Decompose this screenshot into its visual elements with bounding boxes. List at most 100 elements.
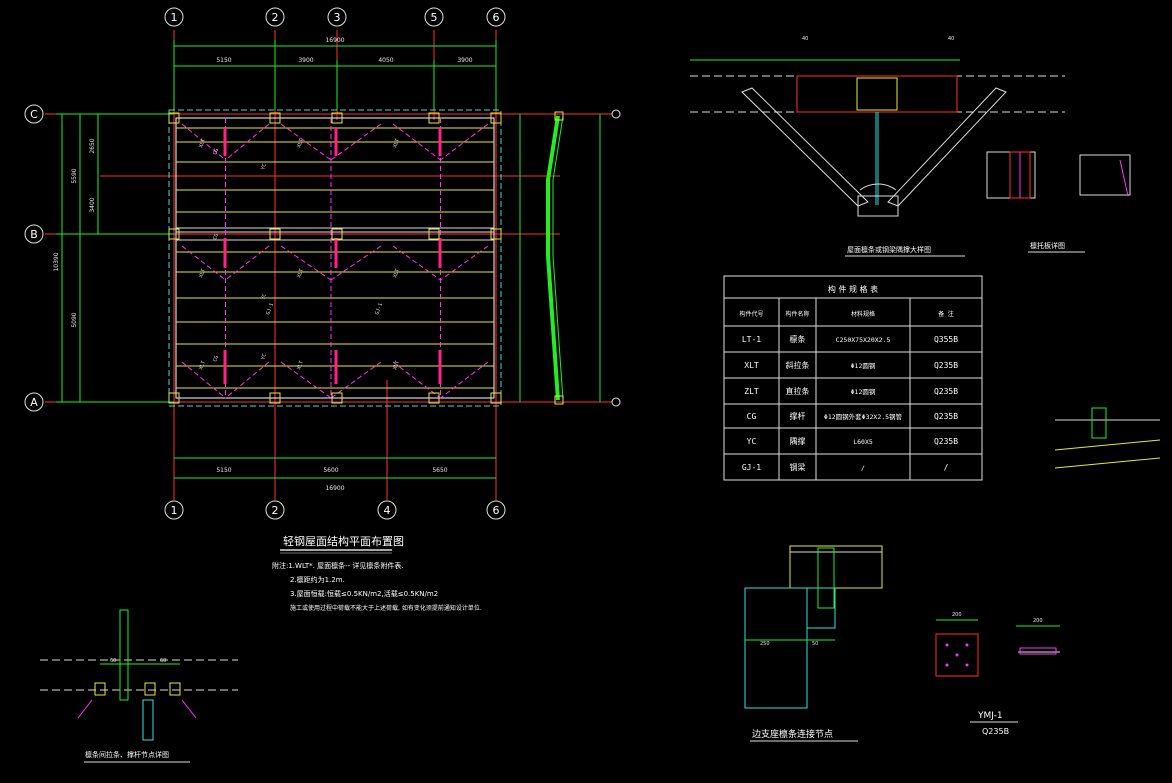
member-tag-xlt: XLT — [392, 138, 401, 149]
axis-label-left-b: B — [30, 228, 38, 241]
tie-rod — [280, 361, 332, 399]
column-marker — [490, 228, 502, 240]
dim-top-seg-2: 3900 — [298, 57, 313, 64]
table-cell: Q235B — [934, 387, 958, 396]
tie-rod — [392, 123, 441, 161]
column-marker — [428, 228, 440, 240]
tie-rod — [440, 245, 489, 281]
axis-label-bottom-6: 6 — [493, 504, 500, 517]
table-header-cell: 备 注 — [938, 310, 954, 318]
column-marker — [168, 392, 180, 404]
note-4: 施工或使用过程中荷载不能大于上述荷载, 如有变化须提前通知设计单位. — [290, 604, 482, 612]
member-tag-yc: YC — [260, 293, 268, 301]
axis-bubbles-bottom: 1 2 4 6 — [164, 500, 506, 520]
tie-rod — [225, 123, 270, 161]
table-cell: Q235B — [934, 437, 958, 446]
dim-bottom-seg-3: 5650 — [432, 467, 447, 474]
member-tag-cg: CG — [212, 233, 220, 241]
dim-bottom-seg-2: 5600 — [323, 467, 338, 474]
table-cell: Q355B — [934, 335, 958, 344]
member-tag-gj: GJ-1 — [265, 302, 275, 315]
column-marker — [490, 112, 502, 124]
dim-top-seg-1: 5150 — [216, 57, 231, 64]
tie-rod — [330, 123, 382, 161]
dim-left-lower: 5090 — [71, 312, 78, 327]
table-cell: Q235B — [934, 361, 958, 370]
column-marker — [168, 112, 180, 124]
column-marker — [168, 228, 180, 240]
connection-detail-small — [1054, 407, 1161, 469]
tie-rod — [330, 245, 382, 281]
dim-left-upper-a: 2650 — [89, 138, 96, 153]
column-marker — [428, 112, 440, 124]
tie-rod — [440, 361, 489, 399]
member-tag-xlt: XLT — [392, 360, 401, 371]
axis-label-bottom-2: 2 — [272, 504, 279, 517]
dim-top-seg-3: 4050 — [378, 57, 393, 64]
table-header-cell: 材料规格 — [851, 310, 875, 318]
table-cell: / — [861, 464, 865, 472]
member-tag-xlt: XLT — [198, 360, 207, 371]
tie-rod — [181, 361, 226, 399]
table-cell: 隅撑 — [790, 436, 806, 446]
member-tag-cg: CG — [212, 355, 220, 363]
axis-label-top-1: 1 — [171, 11, 178, 24]
column-marker — [269, 228, 281, 240]
dim-top-seg-4: 3900 — [457, 57, 472, 64]
table-header-cell: 构件代号 — [739, 310, 763, 318]
table-cell: 檩条 — [790, 334, 806, 344]
table-cell: GJ-1 — [742, 463, 761, 472]
purlin-detail-title: 檩条间拉条、撑杆节点详图 — [85, 750, 169, 759]
table-cell: 直拉条 — [786, 386, 810, 396]
brace-detail: 40 40 屋面檩条或钢梁隅撑大样图 檩托板详图 — [690, 36, 1131, 257]
member-tag-gj: GJ-1 — [374, 302, 384, 315]
member-tag-xlt: XLT — [392, 268, 401, 279]
table-cell: 斜拉条 — [786, 360, 810, 370]
table-cell: Φ12圆钢 — [851, 362, 876, 370]
table-cell: 钢梁 — [790, 462, 806, 472]
note-1: 附注:1.WLT*. 屋面檩条-- 详见檩条附件表. — [272, 561, 404, 570]
table-cell: CG — [747, 412, 757, 421]
table-header-cell: 构件名称 — [785, 310, 809, 318]
member-tag-xlt: XLT — [198, 138, 207, 149]
plan-title: 轻钢屋面结构平面布置图 — [283, 534, 404, 548]
table-cell: / — [944, 463, 949, 472]
axis-bubbles-left: C B A — [24, 104, 44, 412]
table-cell: L60X5 — [853, 438, 873, 446]
axis-label-bottom-4: 4 — [384, 504, 391, 517]
support-detail: 250 50 边支座檩条连接节点 200 200 YMJ-1 Q235B — [744, 545, 1060, 742]
table-cell: ZLT — [744, 387, 759, 396]
tie-rod — [181, 123, 226, 161]
side-section — [515, 109, 621, 407]
tie-rod — [181, 245, 226, 281]
column-marker — [428, 392, 440, 404]
table-cell: YC — [747, 437, 757, 446]
column-marker — [331, 392, 343, 404]
table-title: 构 件 规 格 表 — [828, 284, 878, 294]
table-cell: Φ12圆钢 — [851, 388, 876, 396]
purlin-tie-detail: 60 60 檩条间拉条、撑杆节点详图 — [40, 609, 238, 763]
dimension-lines — [56, 40, 497, 479]
tie-rod — [225, 361, 270, 399]
dim-left-upper: 5590 — [71, 168, 78, 183]
dim-top-total: 16900 — [325, 37, 344, 44]
roof-outline — [168, 109, 502, 407]
table-cell: 撑杆 — [790, 411, 806, 421]
brace-dim-40-left: 40 — [802, 36, 808, 42]
axis-label-left-c: C — [30, 108, 38, 121]
axis-label-top-3: 3 — [334, 11, 341, 24]
table-cell: C250X75X20X2.5 — [836, 336, 891, 344]
column-marker — [490, 392, 502, 404]
horizontal-axis-lines — [45, 113, 560, 403]
member-tag-xlt: XLT — [296, 360, 305, 371]
brace-detail-title: 屋面檩条或钢梁隅撑大样图 — [847, 245, 931, 254]
member-tag-xlt: XLT — [198, 268, 207, 279]
column-marker — [269, 112, 281, 124]
small-detail-title: 檩托板详图 — [1030, 241, 1065, 250]
axis-label-bottom-1: 1 — [171, 504, 178, 517]
tie-rod — [392, 361, 441, 399]
tie-rod — [280, 245, 332, 281]
purlin-dim-60-a: 60 — [110, 658, 116, 664]
